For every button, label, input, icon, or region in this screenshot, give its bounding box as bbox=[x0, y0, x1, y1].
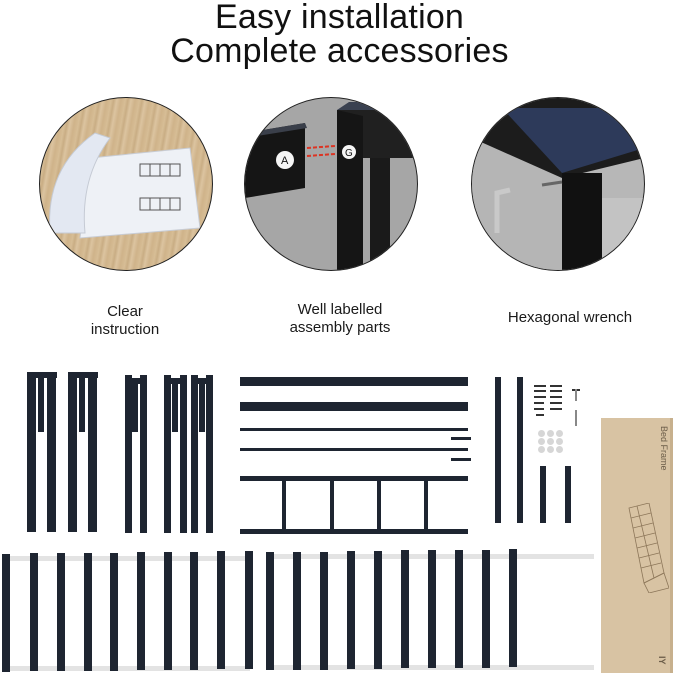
packaging-box: Bed Frame IY bbox=[601, 418, 673, 673]
box-label: Bed Frame bbox=[659, 426, 669, 471]
svg-text:G: G bbox=[345, 148, 353, 159]
instruction-manual-image bbox=[39, 97, 213, 271]
caption-clear-instruction: Clear instruction bbox=[50, 303, 200, 339]
brand-logo: IY bbox=[657, 656, 667, 665]
caption-line: Clear bbox=[107, 303, 143, 320]
caption-line: Well labelled bbox=[297, 301, 383, 318]
caption-line: instruction bbox=[90, 321, 160, 338]
title-line-2: Complete accessories bbox=[170, 32, 509, 70]
caption-line: assembly parts bbox=[289, 319, 391, 336]
caption-hex-wrench: Hexagonal wrench bbox=[480, 309, 660, 327]
caption-labelled-parts: Well labelled assembly parts bbox=[250, 301, 430, 337]
manual-icon bbox=[49, 132, 201, 239]
caption-line: Hexagonal wrench bbox=[507, 309, 633, 326]
hex-wrench-icon bbox=[472, 98, 644, 270]
svg-text:A: A bbox=[281, 155, 289, 167]
labelled-joint-icon: A G bbox=[245, 102, 417, 270]
bed-frame-sketch-icon bbox=[628, 503, 669, 593]
labelled-parts-image: A G bbox=[244, 97, 418, 271]
hex-wrench-image bbox=[471, 97, 645, 271]
title-line-1: Easy installation bbox=[214, 0, 465, 36]
